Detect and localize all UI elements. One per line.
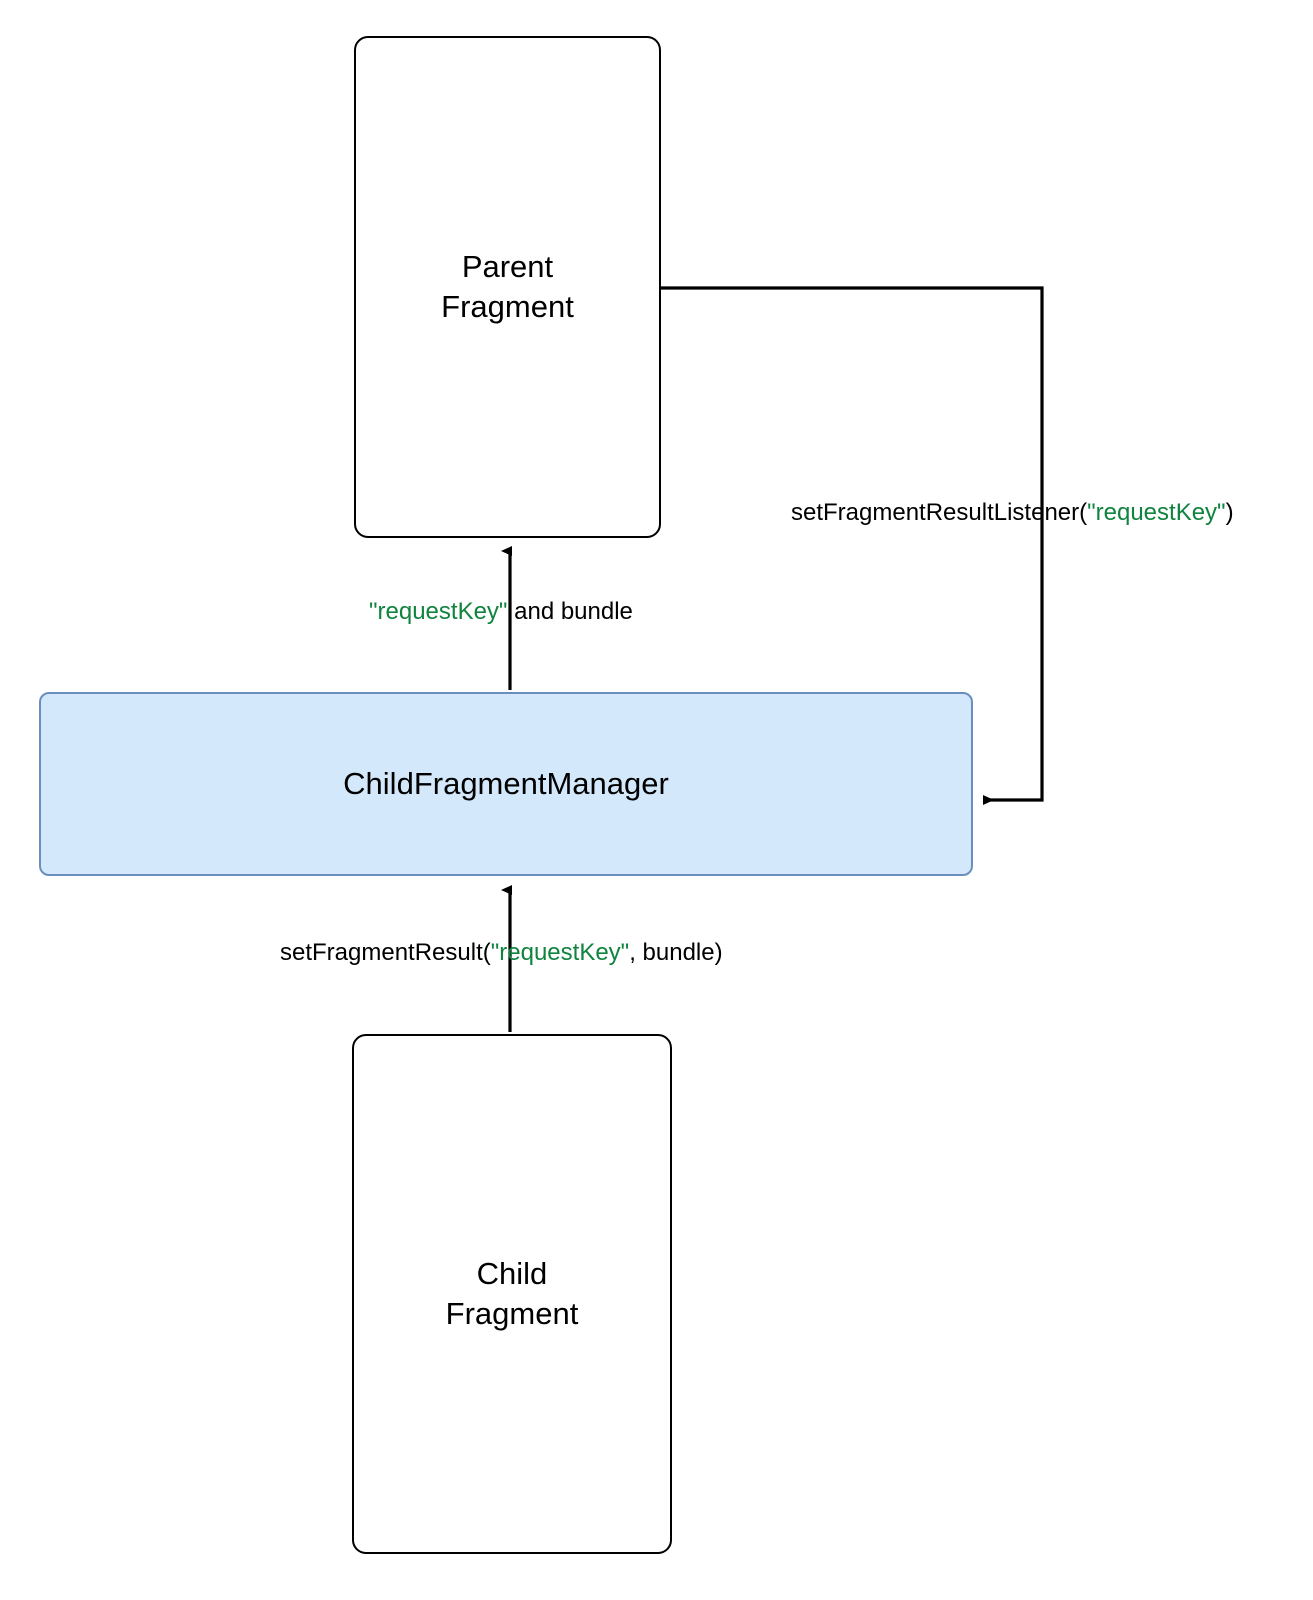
node-parent-fragment[interactable]: Parent Fragment xyxy=(354,36,661,538)
listener-label-prefix: setFragmentResultListener( xyxy=(791,499,1088,526)
bundle-label-suffix: and bundle xyxy=(507,598,633,625)
edge-label-set-fragment-result-listener: setFragmentResultListener("requestKey") xyxy=(791,499,1234,526)
listener-label-request-key: "requestKey" xyxy=(1087,499,1226,526)
listener-label-suffix: ) xyxy=(1225,499,1234,526)
node-child-fragment-label: Child Fragment xyxy=(445,1256,579,1331)
edge-label-set-fragment-result: setFragmentResult("requestKey", bundle) xyxy=(280,939,723,966)
setresult-label-request-key: "requestKey" xyxy=(490,939,630,966)
bundle-label-request-key: "requestKey" xyxy=(369,598,508,625)
node-child-fragment-manager[interactable]: ChildFragmentManager xyxy=(39,692,973,876)
node-child-fragment-manager-label: ChildFragmentManager xyxy=(343,766,669,802)
setresult-label-suffix: , bundle) xyxy=(629,939,723,966)
setresult-label-prefix: setFragmentResult( xyxy=(280,939,491,966)
edge-label-request-key-and-bundle: "requestKey" and bundle xyxy=(369,598,633,625)
node-parent-fragment-label: Parent Fragment xyxy=(441,249,574,324)
node-child-fragment[interactable]: Child Fragment xyxy=(352,1034,672,1554)
